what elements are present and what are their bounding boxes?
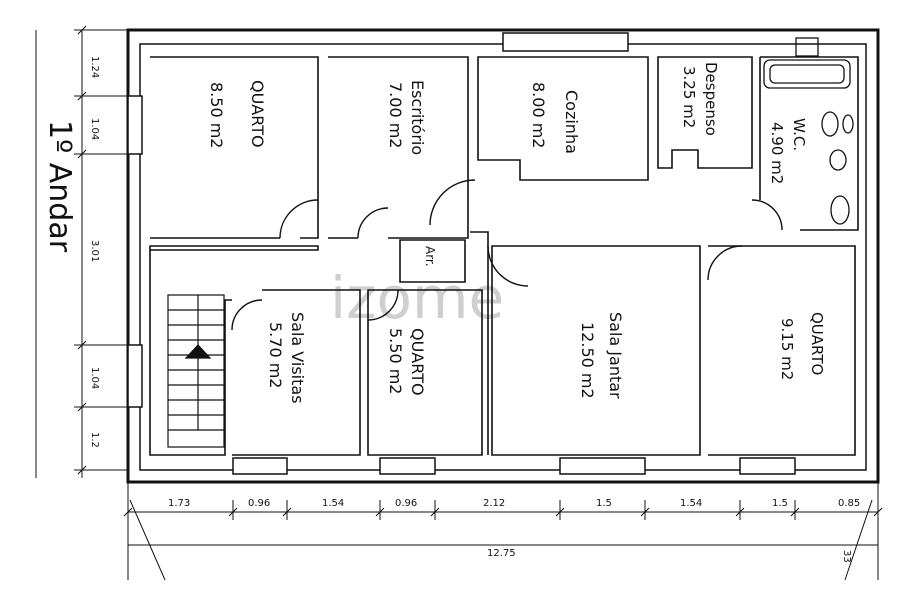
- room-wc: W.C. 4.90 m2: [768, 118, 808, 184]
- room-area: 8.50 m2: [207, 82, 226, 148]
- dim-left-label: 3.01: [89, 240, 100, 262]
- room-area: 8.00 m2: [529, 82, 548, 148]
- floor-label: 1º Andar: [42, 120, 77, 253]
- dim-left-label: 1.04: [89, 367, 100, 389]
- room-quarto-right: QUARTO 9.15 m2: [778, 312, 826, 380]
- room-area: 9.15 m2: [778, 318, 796, 380]
- room-name: Sala Jantar: [606, 312, 625, 399]
- dim-left-label: 1.24: [89, 56, 100, 78]
- dim-bottom-label: 2.12: [483, 498, 505, 509]
- room-name: QUARTO: [808, 312, 826, 375]
- room-name: Arr.: [423, 246, 437, 267]
- dim-total-end-label: 33: [841, 550, 852, 563]
- room-escritorio: Escritório 7.00 m2: [386, 80, 427, 155]
- room-arr: Arr.: [423, 246, 437, 267]
- room-area: 3.25 m2: [680, 66, 698, 128]
- dim-bottom-label: 1.5: [596, 498, 612, 509]
- room-name: Cozinha: [562, 90, 581, 154]
- room-name: QUARTO: [408, 328, 427, 396]
- left-dimension-labels: 1.24 1.04 3.01 1.04 1.2: [89, 56, 100, 448]
- room-sala-visitas: Sala Visitas 5.70 m2: [266, 312, 307, 404]
- windows: [127, 32, 796, 475]
- room-area: 12.50 m2: [578, 322, 597, 399]
- doors: [231, 179, 783, 331]
- dim-bottom-label: 1.73: [168, 498, 190, 509]
- interior-walls: [149, 56, 859, 456]
- staircase: [167, 294, 225, 448]
- room-name: Sala Visitas: [288, 312, 307, 404]
- dim-bottom-label: 1.54: [322, 498, 344, 509]
- dim-bottom-label: 0.96: [395, 498, 417, 509]
- room-name: QUARTO: [248, 80, 267, 148]
- dim-bottom-label: 1.5: [772, 498, 788, 509]
- room-quarto-left: QUARTO 8.50 m2: [207, 80, 267, 148]
- room-name: W.C.: [790, 118, 808, 151]
- room-cozinha: Cozinha 8.00 m2: [529, 82, 581, 154]
- dim-bottom-label: 0.96: [248, 498, 270, 509]
- dim-left-label: 1.04: [89, 118, 100, 140]
- room-area: 5.50 m2: [386, 328, 405, 394]
- dim-left-label: 1.2: [89, 432, 100, 448]
- room-despenso: Despenso 3.25 m2: [680, 62, 720, 136]
- room-name: Escritório: [408, 80, 427, 155]
- room-area: 5.70 m2: [266, 322, 285, 388]
- dim-bottom-label: 0.85: [838, 498, 860, 509]
- outer-wall: [126, 28, 880, 484]
- dim-total-label: 12.75: [487, 548, 516, 559]
- room-area: 4.90 m2: [768, 122, 786, 184]
- room-sala-jantar: Sala Jantar 12.50 m2: [578, 312, 625, 399]
- room-name: Despenso: [702, 62, 720, 136]
- room-area: 7.00 m2: [386, 82, 405, 148]
- bottom-dimension-chain: [123, 482, 883, 581]
- bottom-dimension-labels: 1.73 0.96 1.54 0.96 2.12 1.5 1.54 1.5 0.…: [168, 498, 860, 563]
- left-dimension-chain: [35, 25, 128, 478]
- wc-fixtures: [763, 37, 854, 225]
- watermark: izome: [330, 264, 504, 332]
- room-quarto-mid: QUARTO 5.50 m2: [386, 328, 427, 396]
- dim-bottom-label: 1.54: [680, 498, 702, 509]
